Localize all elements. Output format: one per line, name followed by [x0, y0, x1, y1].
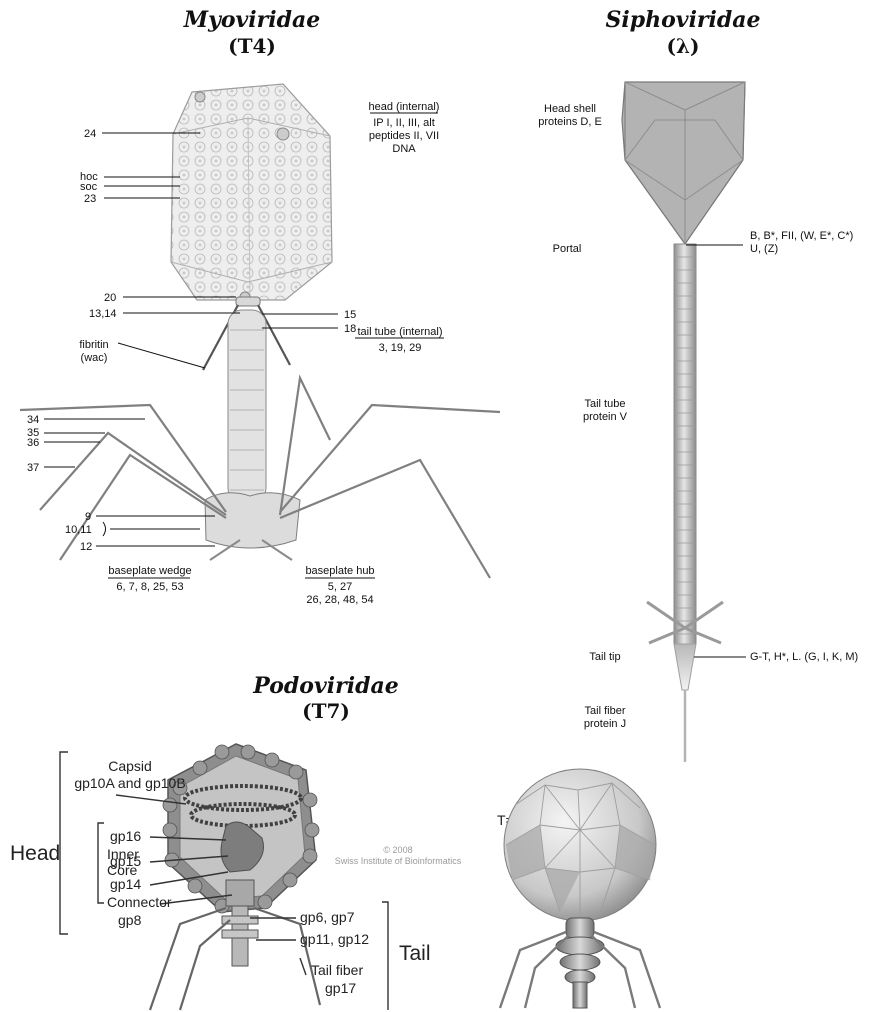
t4-label-10-11: 10,11	[65, 524, 92, 536]
myoviridae-panel: Myoviridae (T4)	[20, 7, 500, 606]
t4-brace-10-11	[103, 522, 106, 536]
t4-label-13-14: 13,14	[89, 308, 117, 320]
t7-label-gp16: gp16	[110, 828, 141, 844]
lambda-label-tail-fiber-protein: protein J	[584, 718, 626, 730]
t4-label-34: 34	[27, 414, 39, 426]
lambda-head	[622, 82, 745, 244]
t7-label-connector: Connector	[107, 894, 172, 910]
t7-label-gp6-gp7: gp6, gp7	[300, 909, 355, 925]
t7-3d-tail	[556, 918, 604, 1008]
t4-label-20: 20	[104, 292, 116, 304]
t7-label-head: Head	[10, 842, 60, 865]
t4-label-37: 37	[27, 462, 39, 474]
t4-head-capsid	[171, 84, 332, 302]
t4-label-head-internal-3: DNA	[392, 143, 416, 155]
t4-label-fibritin: fibritin	[79, 339, 108, 351]
lambda-label-portal-proteins-1: B, B*, FII, (W, E*, C*)	[750, 230, 853, 242]
t7-3d-render	[500, 769, 660, 1008]
t4-label-23: 23	[84, 193, 96, 205]
t4-label-12: 12	[80, 541, 92, 553]
t7-label-capsid: Capsid	[108, 758, 152, 774]
t4-label-tail-tube: tail tube (internal)	[358, 326, 443, 338]
t4-label-18: 18	[344, 323, 356, 335]
t4-label-9: 9	[85, 511, 91, 523]
siphoviridae-title: Siphoviridae	[605, 7, 760, 33]
t7-label-gp11-gp12: gp11, gp12	[300, 931, 369, 947]
lambda-label-head-shell: Head shell	[544, 103, 596, 115]
siphoviridae-panel: Siphoviridae (λ)	[538, 7, 858, 762]
t4-label-head-internal: head (internal)	[369, 101, 440, 113]
lambda-label-tail-tip-proteins: G-T, H*, L. (G, I, K, M)	[750, 651, 858, 663]
t7-label-tail-fiber: Tail fiber	[311, 962, 363, 978]
t7-label-gp15: gp15	[110, 853, 141, 869]
t7-copyright-owner: Swiss Institute of Bioinformatics	[335, 856, 462, 866]
lambda-label-tail-tip: Tail tip	[589, 651, 620, 663]
podoviridae-title: Podoviridae	[252, 673, 398, 699]
t4-label-24: 24	[84, 128, 96, 140]
myoviridae-subtitle: (T4)	[228, 34, 276, 58]
t4-neck-collar	[236, 297, 260, 306]
t4-label-tail-tube-values: 3, 19, 29	[379, 342, 422, 354]
lambda-label-tail-tube: Tail tube	[585, 398, 626, 410]
lambda-label-tail-fiber: Tail fiber	[585, 705, 626, 717]
lambda-label-head-shell-proteins: proteins D, E	[538, 116, 602, 128]
lambda-label-tail-tube-protein: protein V	[583, 411, 628, 423]
t4-label-15: 15	[344, 309, 356, 321]
lambda-tail-tube	[674, 244, 696, 644]
t4-label-head-internal-2: peptides II, VII	[369, 130, 439, 142]
t4-label-head-internal-1: IP I, II, III, alt	[373, 117, 435, 129]
t7-label-gp14: gp14	[110, 876, 141, 892]
t7-copyright-year: © 2008	[383, 845, 412, 855]
t7-label-gp8: gp8	[118, 912, 142, 928]
t4-label-baseplate-wedge: baseplate wedge	[108, 565, 191, 577]
t4-label-baseplate-hub-values-1: 5, 27	[328, 581, 352, 593]
t7-label-capsid-proteins: gp10A and gp10B	[74, 775, 185, 791]
t4-tail-sheath	[228, 310, 266, 502]
t4-label-soc: soc	[80, 181, 98, 193]
t4-label-baseplate-hub: baseplate hub	[305, 565, 374, 577]
t4-label-baseplate-wedge-values: 6, 7, 8, 25, 53	[116, 581, 183, 593]
t4-label-baseplate-hub-values-2: 26, 28, 48, 54	[306, 594, 373, 606]
siphoviridae-subtitle: (λ)	[667, 34, 700, 58]
lambda-label-portal-proteins-2: U, (Z)	[750, 243, 778, 255]
myoviridae-title: Myoviridae	[183, 7, 321, 33]
t7-label-tail: Tail	[399, 942, 431, 965]
podoviridae-panel: Podoviridae (T7)	[10, 673, 660, 1010]
podoviridae-subtitle: (T7)	[302, 699, 350, 723]
t7-label-gp17: gp17	[325, 980, 356, 996]
t4-label-36: 36	[27, 437, 39, 449]
lambda-label-portal: Portal	[553, 243, 582, 255]
t4-label-wac: (wac)	[81, 352, 108, 364]
